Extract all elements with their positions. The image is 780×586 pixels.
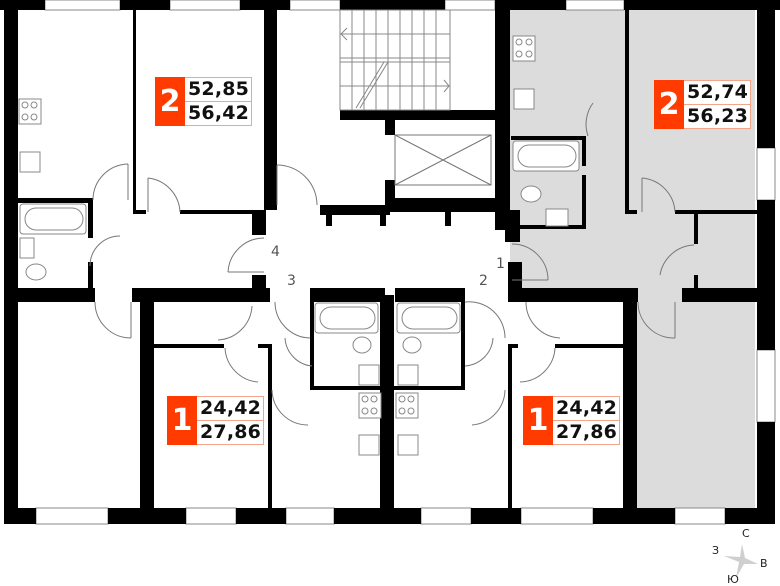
room-count: 1 — [523, 396, 553, 445]
staircase[interactable] — [339, 9, 451, 111]
apartment-badge[interactable]: 2 52,74 56,23 — [654, 80, 752, 129]
total-area: 27,86 — [197, 420, 264, 444]
entrance-number: 1 — [496, 256, 505, 272]
walls — [0, 0, 780, 524]
total-area: 27,86 — [553, 420, 620, 444]
entrance-number: 4 — [271, 244, 280, 260]
entrance-number: 3 — [287, 273, 296, 289]
compass-north: С — [742, 527, 750, 540]
compass-east: В — [760, 557, 768, 570]
fixtures — [18, 35, 580, 456]
apartment-badge[interactable]: 1 24,42 27,86 — [167, 396, 265, 445]
compass-star-icon — [724, 544, 758, 578]
total-area: 56,23 — [684, 104, 751, 128]
doors[interactable] — [89, 102, 695, 426]
room-count: 2 — [654, 80, 684, 129]
compass-west: З — [712, 544, 720, 557]
apartment-badge[interactable]: 2 52,85 56,42 — [155, 77, 253, 126]
entrance-number: 2 — [479, 273, 488, 289]
total-area: 56,42 — [185, 101, 252, 125]
living-area: 24,42 — [200, 397, 262, 419]
living-area: 52,74 — [687, 81, 749, 103]
room-count: 1 — [167, 396, 197, 445]
apartment-badge[interactable]: 1 24,42 27,86 — [523, 396, 621, 445]
room-count: 2 — [155, 77, 185, 126]
living-area: 52,85 — [188, 78, 250, 100]
elevator-shaft — [394, 134, 492, 186]
living-area: 24,42 — [556, 397, 618, 419]
